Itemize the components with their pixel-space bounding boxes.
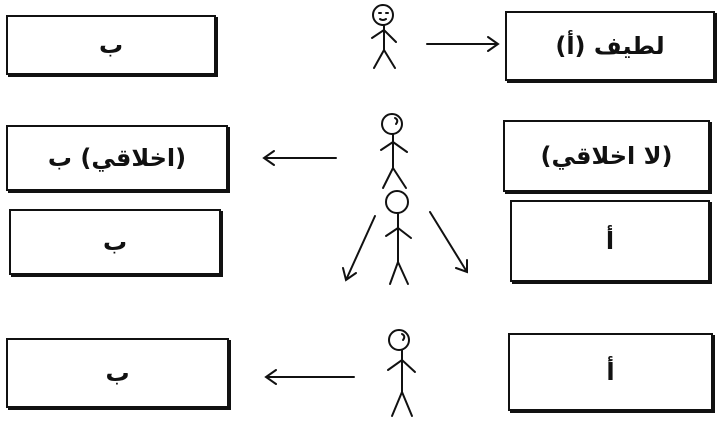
row2-left-box: (اخلاقي) ب [6, 125, 228, 191]
row2-arrow-left-icon [262, 150, 337, 166]
row1-left-box: ب [6, 15, 216, 75]
row3-right-box: أ [510, 200, 710, 282]
row3-stick-figure-icon [385, 190, 412, 285]
row1-stick-figure-icon [371, 4, 397, 69]
row4-right-box: أ [508, 333, 713, 411]
row1-right-box: لطيف (أ) [505, 11, 715, 81]
row1-left-label: ب [98, 31, 124, 59]
row1-arrow-right-icon [426, 36, 500, 52]
row4-left-box: ب [6, 338, 229, 408]
row3-left-label: ب [102, 228, 128, 256]
row4-stick-figure-icon [387, 329, 416, 417]
row4-right-label: أ [606, 358, 615, 386]
row2-right-box: (لا اخلاقي) [503, 120, 710, 192]
row3-arrow-down-left-icon [342, 215, 376, 282]
row3-arrow-down-right-icon [429, 211, 468, 274]
row4-left-label: ب [105, 359, 130, 387]
row2-left-label: (اخلاقي) ب [47, 144, 187, 172]
row1-right-label: لطيف (أ) [555, 32, 665, 60]
row2-right-label: (لا اخلاقي) [540, 142, 673, 170]
row3-left-box: ب [9, 209, 221, 275]
row4-arrow-left-icon [264, 369, 355, 385]
row3-right-label: أ [605, 227, 615, 255]
row2-stick-figure-icon [380, 113, 408, 189]
